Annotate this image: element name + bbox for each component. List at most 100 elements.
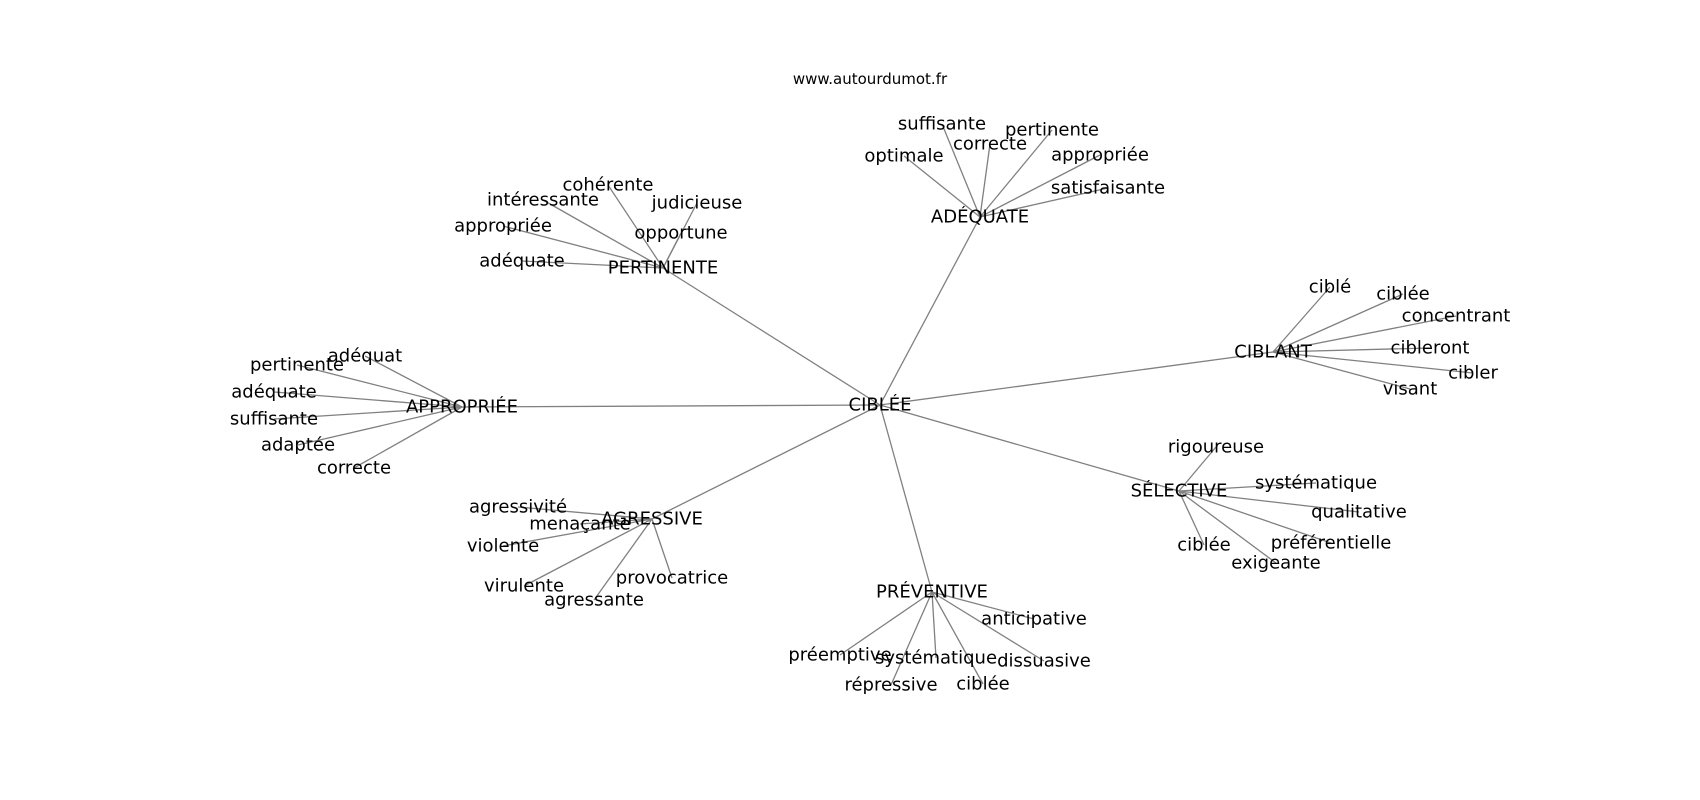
edge-preventive-leaf-3	[931, 591, 1045, 662]
edge-ciblant-leaf-2	[1272, 315, 1457, 353]
leaf-node[interactable]: ciblé	[1309, 277, 1351, 298]
leaf-node[interactable]: dissuasive	[997, 651, 1091, 672]
edge-selective-leaf-1	[1178, 482, 1317, 492]
leaf-node[interactable]: appropriée	[454, 216, 552, 237]
hub-node-ciblant[interactable]: CIBLANT	[1234, 342, 1312, 363]
hub-node-pertinente[interactable]: PERTINENTE	[608, 258, 718, 279]
edge-agressive-leaf-0	[517, 506, 653, 520]
edge-agressive-leaf-4	[523, 518, 653, 587]
leaf-node[interactable]: concentrant	[1402, 306, 1511, 327]
leaf-node[interactable]: adéquate	[231, 382, 317, 403]
leaf-node[interactable]: répressive	[844, 675, 937, 696]
leaf-node[interactable]: correcte	[317, 458, 391, 479]
edge-preventive-leaf-2	[931, 591, 937, 659]
edge-pertinente-leaf-5	[521, 260, 664, 269]
edges	[273, 123, 1474, 686]
leaf-node[interactable]: opportune	[634, 223, 727, 244]
leaf-node[interactable]: appropriée	[1051, 145, 1149, 166]
edge-preventive-leaf-5	[931, 591, 984, 685]
leaf-node[interactable]: agressivité	[469, 497, 567, 518]
leaf-node[interactable]: ciblée	[1177, 535, 1230, 556]
leaf-node[interactable]: systématique	[1255, 473, 1377, 494]
edge-ciblant-leaf-3	[1272, 347, 1431, 353]
edge-center-selective	[879, 404, 1180, 492]
leaf-node[interactable]: provocatrice	[616, 568, 728, 589]
hub-node-selective[interactable]: SÉLECTIVE	[1131, 480, 1228, 502]
leaf-node[interactable]: qualitative	[1311, 502, 1407, 523]
leaf-node[interactable]: cibleront	[1391, 338, 1470, 359]
edge-adequate-leaf-0	[941, 123, 981, 218]
edge-adequate-leaf-3	[903, 155, 981, 218]
edge-appropriee-leaf-5	[353, 406, 463, 469]
hub-node-preventive[interactable]: PRÉVENTIVE	[876, 581, 988, 603]
edge-adequate-leaf-1	[979, 143, 991, 218]
leaf-node[interactable]: satisfaisante	[1051, 178, 1165, 199]
hub-node-appropriee[interactable]: APPROPRIÉE	[406, 396, 518, 418]
labels: CIBLÉEADÉQUATEsuffisantecorrectepertinen…	[230, 114, 1510, 696]
edge-selective-leaf-5	[1178, 490, 1277, 564]
edge-agressive-leaf-3	[651, 518, 673, 579]
edge-ciblant-leaf-1	[1272, 293, 1404, 353]
edge-adequate-leaf-4	[979, 154, 1101, 218]
leaf-node[interactable]: préemptive	[788, 645, 891, 666]
hub-node-agressive[interactable]: AGRESSIVE	[601, 509, 703, 530]
leaf-node[interactable]: anticipative	[981, 609, 1087, 630]
edge-center-ciblant	[879, 351, 1274, 406]
center-word-node[interactable]: CIBLÉE	[849, 394, 912, 416]
leaf-node[interactable]: pertinente	[250, 355, 344, 376]
edge-pertinente-leaf-4	[662, 232, 682, 269]
edge-appropriee-leaf-2	[273, 391, 463, 408]
edge-appropriee-leaf-4	[297, 406, 463, 446]
edge-pertinente-leaf-1	[542, 199, 664, 269]
hub-node-adequate[interactable]: ADÉQUATE	[931, 206, 1029, 228]
edge-ciblant-leaf-5	[1272, 351, 1411, 390]
leaf-node[interactable]: cohérente	[562, 175, 653, 196]
edge-center-adequate	[879, 216, 981, 406]
edge-preventive-leaf-0	[931, 591, 1035, 620]
edge-adequate-leaf-2	[979, 129, 1053, 218]
edge-appropriee-leaf-3	[273, 406, 463, 420]
leaf-node[interactable]: cibler	[1448, 363, 1498, 384]
edge-appropriee-leaf-1	[296, 364, 463, 408]
leaf-node[interactable]: judicieuse	[651, 193, 743, 214]
edge-preventive-leaf-1	[839, 591, 933, 656]
leaf-node[interactable]: agressante	[544, 590, 644, 611]
leaf-node[interactable]: préférentielle	[1271, 533, 1392, 554]
edge-agressive-leaf-2	[502, 518, 653, 547]
leaf-node[interactable]: pertinente	[1005, 120, 1099, 141]
edge-pertinente-leaf-3	[502, 225, 664, 269]
leaf-node[interactable]: ciblée	[1376, 284, 1429, 305]
leaf-node[interactable]: adaptée	[261, 435, 335, 456]
leaf-node[interactable]: optimale	[864, 146, 943, 167]
edge-center-appropriee	[461, 404, 881, 408]
edge-selective-leaf-0	[1178, 446, 1217, 492]
edge-center-agressive	[651, 404, 881, 520]
edge-ciblant-leaf-4	[1272, 351, 1474, 374]
leaf-node[interactable]: exigeante	[1231, 553, 1320, 574]
leaf-node[interactable]: systématique	[875, 648, 997, 669]
leaf-node[interactable]: violente	[467, 536, 539, 557]
edge-center-preventive	[879, 404, 933, 593]
edge-adequate-leaf-5	[979, 187, 1109, 218]
leaf-node[interactable]: intéressante	[487, 190, 599, 211]
leaf-node[interactable]: virulente	[484, 576, 564, 597]
leaf-node[interactable]: ciblée	[956, 674, 1009, 695]
leaf-node[interactable]: visant	[1383, 379, 1438, 400]
edge-center-pertinente	[662, 267, 881, 406]
edge-selective-leaf-4	[1178, 490, 1205, 546]
leaf-node[interactable]: suffisante	[898, 114, 986, 135]
edge-selective-leaf-2	[1178, 490, 1360, 513]
edge-ciblant-leaf-0	[1272, 286, 1331, 353]
leaf-node[interactable]: menaçante	[529, 514, 631, 535]
leaf-node[interactable]: correcte	[953, 134, 1027, 155]
leaf-node[interactable]: adéquat	[328, 346, 402, 367]
leaf-node[interactable]: suffisante	[230, 409, 318, 430]
site-watermark: www.autourdumot.fr	[792, 70, 948, 88]
edge-appropriee-leaf-0	[364, 355, 463, 408]
edge-preventive-leaf-4	[890, 591, 933, 686]
leaf-node[interactable]: adéquate	[479, 251, 565, 272]
leaf-node[interactable]: rigoureuse	[1168, 437, 1264, 458]
edge-pertinente-leaf-0	[607, 184, 664, 269]
edge-agressive-leaf-1	[579, 518, 653, 525]
